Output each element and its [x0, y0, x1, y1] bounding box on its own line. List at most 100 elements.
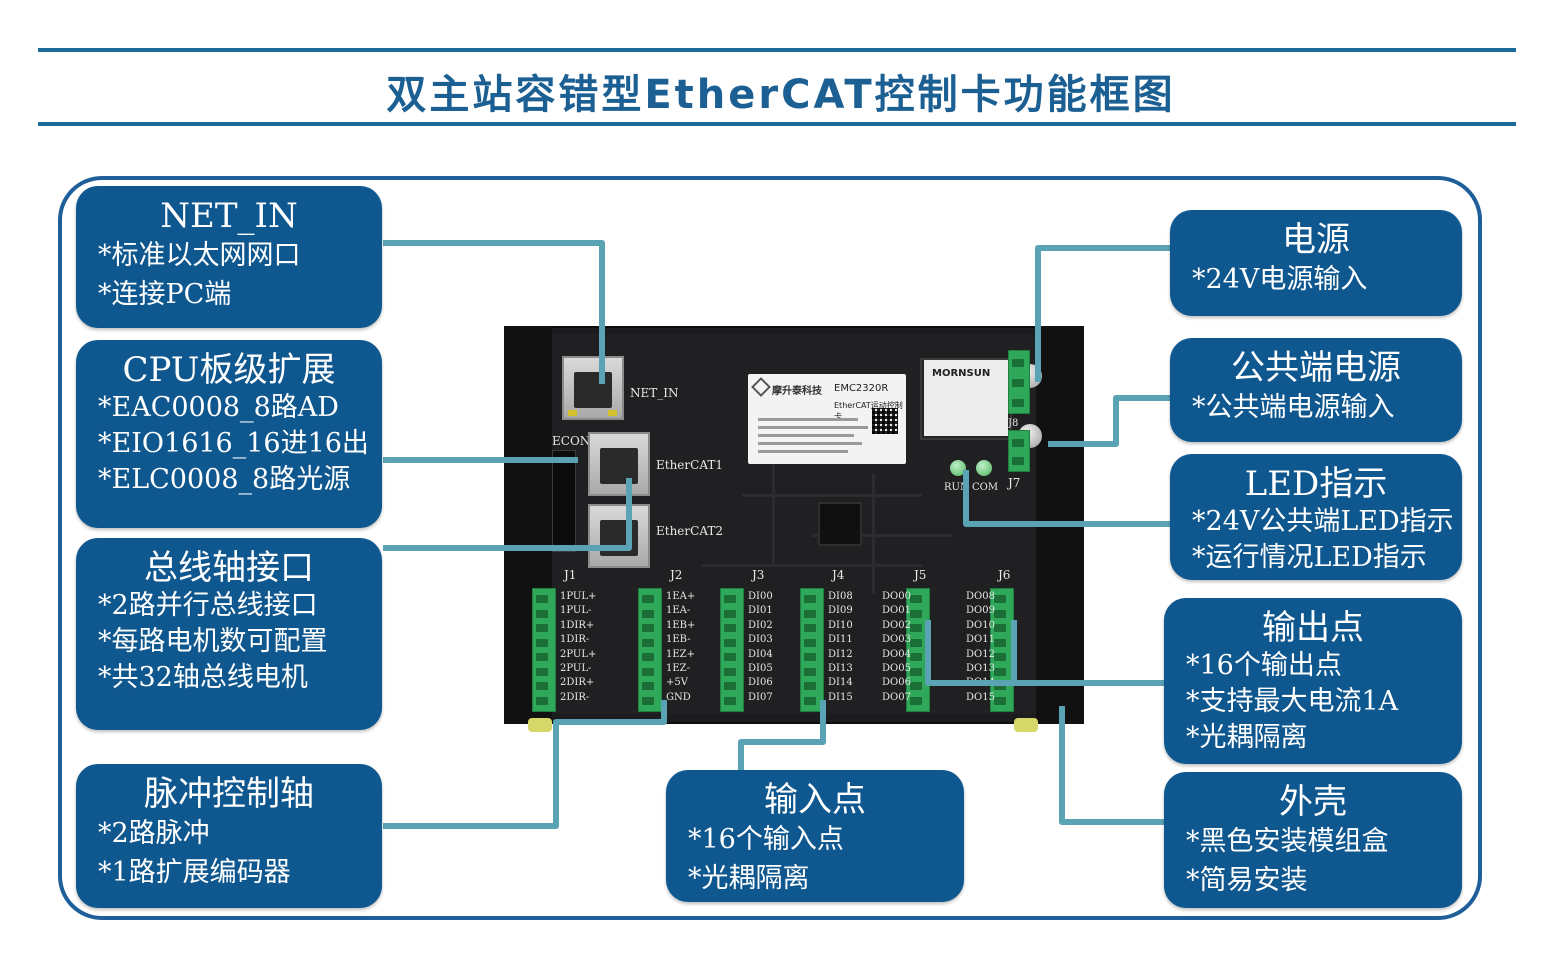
pin-label: DO07 — [882, 691, 911, 703]
pulse-axis-title: 脉冲控制轴 — [144, 774, 314, 814]
main-chip — [818, 502, 862, 546]
top-rule — [38, 48, 1516, 52]
bus-axis-line: *共32轴总线电机 — [98, 662, 308, 693]
output-line: *支持最大电流1A — [1186, 686, 1399, 717]
pin-label: 1DIR- — [560, 634, 590, 646]
pin-label: DI03 — [748, 634, 773, 646]
j7-label: J7 — [1008, 476, 1021, 490]
terminal-name-j1: J1 — [564, 568, 577, 582]
pin-label: DO02 — [882, 619, 911, 631]
terminal-block-j2 — [638, 588, 662, 712]
bus-axis-line: *2路并行总线接口 — [98, 590, 318, 621]
product-label: 摩升泰科技 EMC2320R EtherCAT运动控制卡 — [748, 374, 906, 464]
pin-label: DO04 — [882, 648, 911, 660]
ethercat2-label: EtherCAT2 — [656, 524, 723, 538]
pin-label: DO10 — [966, 619, 995, 631]
led-line: *24V公共端LED指示 — [1192, 506, 1454, 537]
pin-label: DI13 — [828, 663, 853, 675]
bus-axis-box: 总线轴接口 *2路并行总线接口 *每路电机数可配置 *共32轴总线电机 — [76, 538, 382, 730]
terminal-block-j1 — [532, 588, 556, 712]
econ-connector — [552, 450, 576, 552]
output-title: 输出点 — [1262, 608, 1364, 648]
cpu-expansion-line: *EAC0008_8路AD — [98, 392, 339, 423]
pin-label: DI05 — [748, 663, 773, 675]
pulse-axis-line: *2路脉冲 — [98, 818, 210, 849]
pin-label: 2DIR- — [560, 691, 590, 703]
pin-label: 1EA- — [666, 605, 691, 617]
wire-common — [1048, 395, 1170, 447]
com-led — [976, 460, 992, 476]
pin-label: 1EB- — [666, 634, 691, 646]
power-title: 电源 — [1282, 220, 1350, 260]
shell-box: 外壳 *黑色安装模组盒 *简易安装 — [1164, 772, 1462, 908]
econ-label: ECON — [552, 434, 591, 448]
pin-label: GND — [666, 691, 691, 703]
pin-label: DO05 — [882, 663, 911, 675]
output-line: *光耦隔离 — [1186, 722, 1308, 753]
terminal-block-j4 — [800, 588, 824, 712]
shell-line: *黑色安装模组盒 — [1186, 826, 1389, 857]
qr-code — [872, 408, 898, 434]
pin-label: 1EZ+ — [666, 648, 695, 660]
pin-label: 1DIR+ — [560, 619, 595, 631]
output-box: 输出点 *16个输出点 *支持最大电流1A *光耦隔离 — [1164, 598, 1462, 764]
wire-ethercat — [383, 478, 632, 551]
net-in-title: NET_IN — [160, 196, 298, 236]
pin-label: 1EZ- — [666, 663, 690, 675]
input-line: *16个输入点 — [688, 824, 844, 855]
net-in-port — [562, 356, 624, 420]
mount-clip — [1014, 718, 1038, 732]
input-line: *光耦隔离 — [688, 863, 810, 894]
common-power-box: 公共端电源 *公共端电源输入 — [1170, 338, 1462, 442]
shell-line: *简易安装 — [1186, 865, 1308, 896]
pin-label: DO08 — [966, 591, 995, 602]
wire-output-2 — [1011, 620, 1164, 686]
common-power-terminal-j8 — [1008, 430, 1030, 472]
led-title: LED指示 — [1244, 464, 1388, 504]
pin-label: DO06 — [882, 677, 911, 689]
pulse-axis-box: 脉冲控制轴 *2路脉冲 *1路扩展编码器 — [76, 764, 382, 908]
power-box: 电源 *24V电源输入 — [1170, 210, 1462, 316]
wire-input — [738, 700, 826, 770]
pin-label: DI09 — [828, 605, 853, 617]
com-label: COM — [972, 482, 999, 493]
pin-label: 1EA+ — [666, 591, 696, 602]
pin-label: 1EB+ — [666, 619, 696, 631]
pin-label: DO15 — [966, 691, 995, 703]
pin-label: DO13 — [966, 663, 995, 675]
input-box: 输入点 *16个输入点 *光耦隔离 — [666, 770, 964, 902]
pin-label: DI14 — [828, 677, 853, 689]
run-led — [950, 460, 966, 476]
pin-label: 2DIR+ — [560, 677, 595, 689]
net-in-box: NET_IN *标准以太网网口 *连接PC端 — [76, 186, 382, 328]
pin-label: 2PUL+ — [560, 648, 597, 660]
wire-net-in — [383, 240, 605, 384]
pin-label: DI04 — [748, 648, 773, 660]
pcb: NET_IN ECON EtherCAT1 EtherCAT2 摩升泰科技 EM… — [552, 334, 1042, 714]
diagram-frame — [58, 176, 1482, 920]
title-underline — [38, 122, 1516, 126]
mount-clip — [528, 718, 552, 732]
pin-label: DO12 — [966, 648, 995, 660]
input-title: 输入点 — [764, 780, 866, 820]
ethercat1-port — [588, 432, 650, 496]
wire-led — [963, 470, 1170, 527]
net-in-line: *连接PC端 — [98, 279, 232, 310]
common-power-title: 公共端电源 — [1231, 348, 1401, 388]
terminal-block-j3 — [720, 588, 744, 712]
pin-label: DO11 — [966, 634, 995, 646]
power-line: *24V电源输入 — [1192, 264, 1368, 295]
pin-label: DI06 — [748, 677, 773, 689]
terminal-name-j4: J4 — [832, 568, 845, 582]
cpu-expansion-line: *EIO1616_16进16出 — [98, 428, 369, 459]
terminal-name-j3: J3 — [752, 568, 765, 582]
bus-axis-title: 总线轴接口 — [144, 548, 314, 588]
pin-label: DI10 — [828, 619, 853, 631]
cpu-expansion-box: CPU板级扩展 *EAC0008_8路AD *EIO1616_16进16出 *E… — [76, 340, 382, 528]
pin-label: 1PUL- — [560, 605, 592, 617]
pin-label: 1PUL+ — [560, 591, 597, 602]
j8-label: J8 — [1008, 418, 1019, 429]
terminal-name-j5: J5 — [914, 568, 927, 582]
